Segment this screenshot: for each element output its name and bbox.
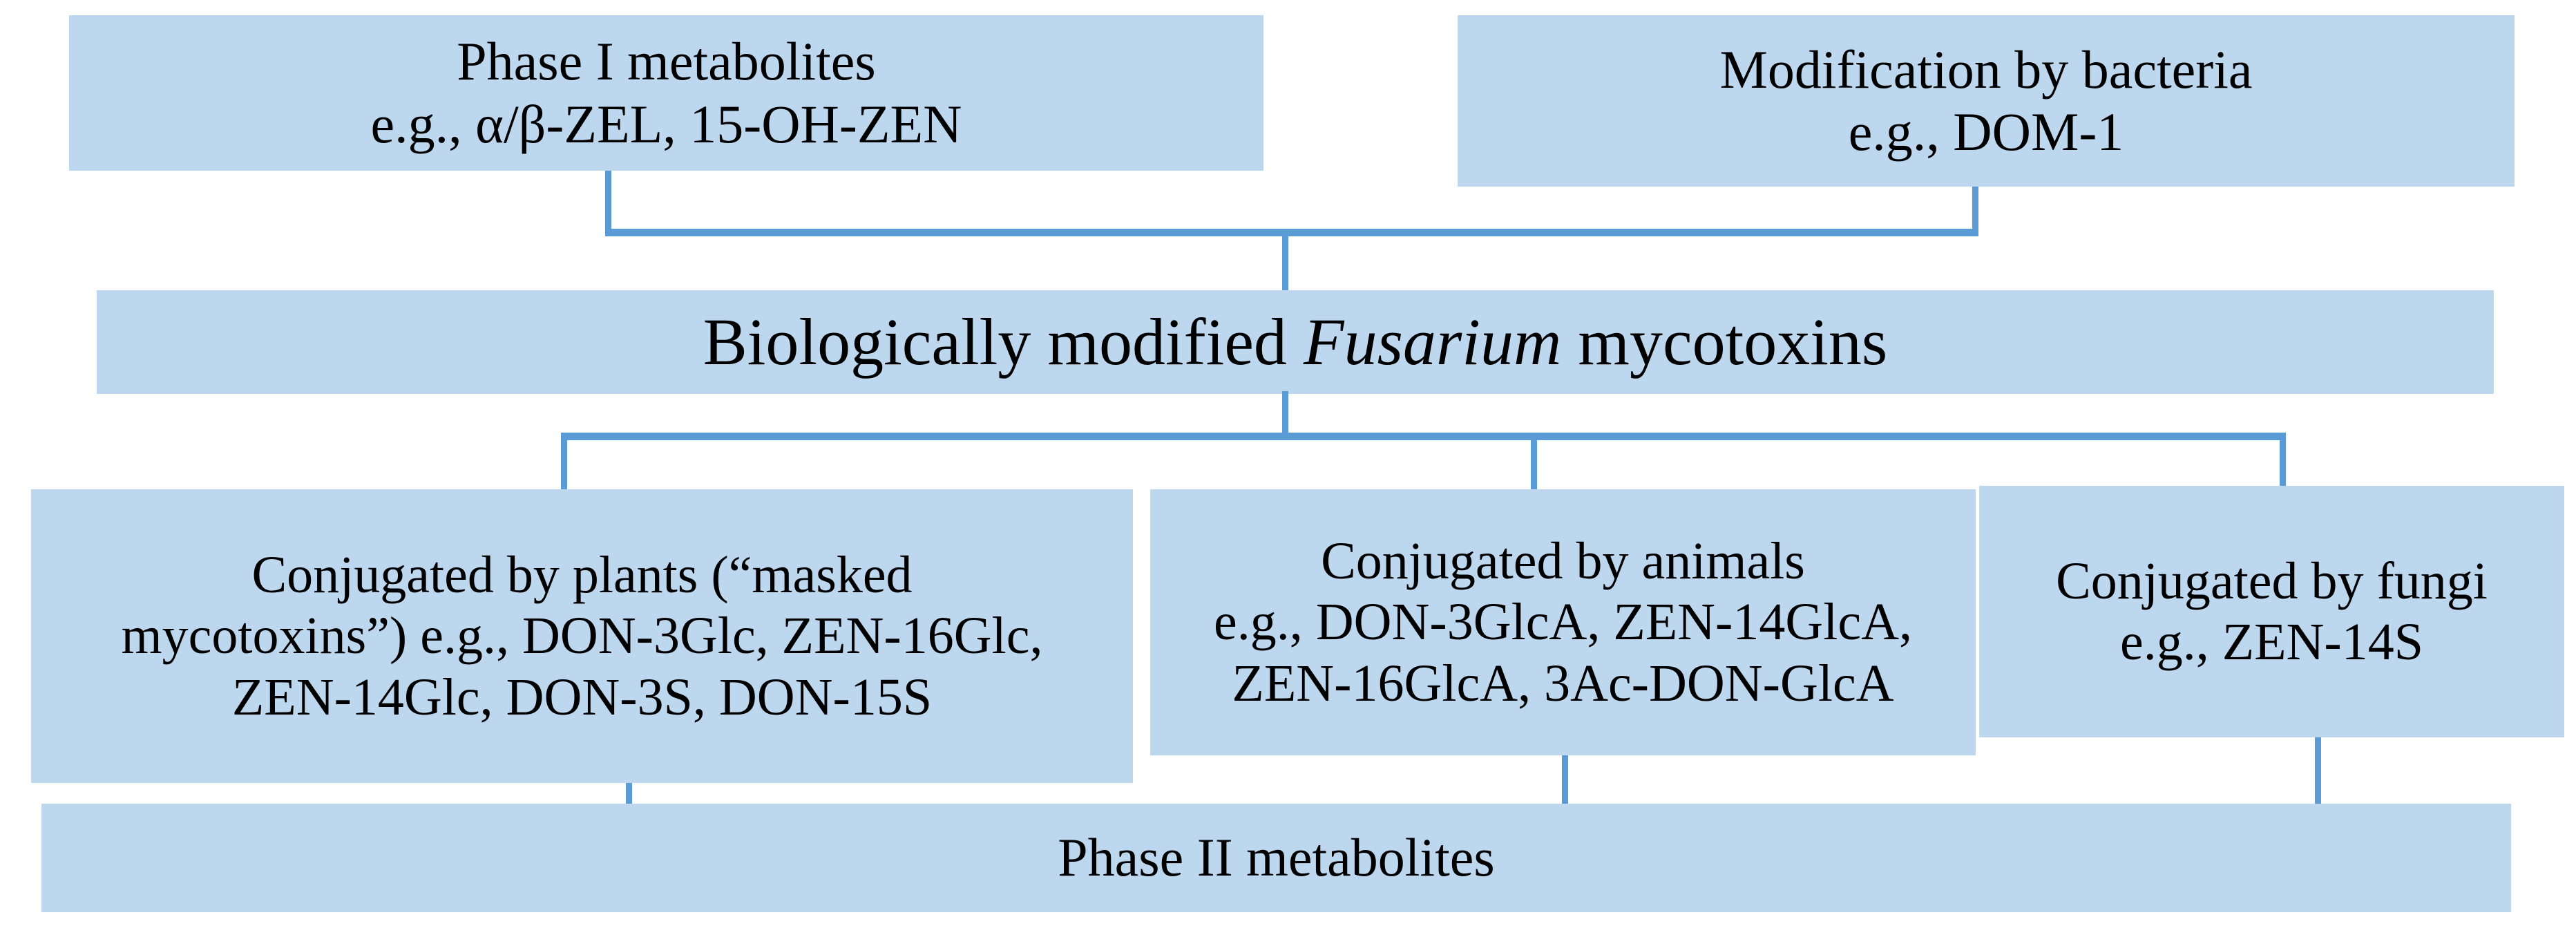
node-plants-line-3: ZEN-14Glc, DON-3S, DON-15S (231, 668, 933, 726)
node-biologically-modified-fusarium-mycotoxins[interactable]: Biologically modified Fusarium mycotoxin… (97, 290, 2494, 394)
node-title-text: Biologically modified Fusarium mycotoxin… (104, 303, 2487, 380)
connector-plants-to-phase-ii (626, 783, 632, 806)
node-bacteria-line-2: e.g., DOM-1 (1848, 102, 2124, 162)
node-phase-i-line-2: e.g., α/β-ZEL, 15-OH-ZEN (370, 93, 962, 154)
node-phase-ii-metabolites[interactable]: Phase II metabolites (41, 804, 2511, 912)
node-conjugated-by-animals[interactable]: Conjugated by animals e.g., DON-3GlcA, Z… (1150, 489, 1976, 755)
connector-junction-to-title (1282, 229, 1288, 292)
node-plants-line-1: Conjugated by plants (“masked (251, 546, 913, 605)
connector-junction-to-plants (561, 433, 567, 492)
node-phase-i-metabolites-text: Phase I metabolites e.g., α/β-ZEL, 15-OH… (76, 30, 1257, 155)
node-plants-line-2: mycotoxins”) e.g., DON-3Glc, ZEN-16Glc, (121, 607, 1043, 665)
connector-bacteria-to-junction (1972, 187, 1978, 233)
node-conjugated-by-animals-text: Conjugated by animals e.g., DON-3GlcA, Z… (1157, 531, 1969, 713)
connector-middle-horizontal-bar (561, 433, 2286, 440)
node-title-prefix: Biologically modified (703, 305, 1304, 379)
node-bacteria-line-1: Modification by bacteria (1719, 39, 2253, 100)
node-conjugated-by-fungi-text: Conjugated by fungi e.g., ZEN-14S (1986, 551, 2557, 672)
node-modification-by-bacteria[interactable]: Modification by bacteria e.g., DOM-1 (1458, 15, 2515, 187)
node-conjugated-by-fungi[interactable]: Conjugated by fungi e.g., ZEN-14S (1979, 486, 2564, 737)
node-phase-ii-line-1: Phase II metabolites (1058, 827, 1495, 888)
node-animals-line-1: Conjugated by animals (1321, 532, 1805, 591)
node-animals-line-3: ZEN-16GlcA, 3Ac-DON-GlcA (1232, 654, 1894, 712)
connector-junction-to-animals (1531, 433, 1537, 492)
node-conjugated-by-plants[interactable]: Conjugated by plants (“masked mycotoxins… (31, 489, 1133, 783)
node-fungi-line-1: Conjugated by fungi (2056, 551, 2488, 610)
node-fungi-line-2: e.g., ZEN-14S (2119, 613, 2424, 671)
connector-phase-i-to-junction (605, 171, 611, 233)
node-conjugated-by-plants-text: Conjugated by plants (“masked mycotoxins… (38, 545, 1126, 727)
connector-title-to-junction (1282, 391, 1288, 438)
connector-top-horizontal-bar (605, 229, 1978, 236)
connector-junction-to-fungi (2280, 433, 2286, 489)
node-title-suffix: mycotoxins (1561, 305, 1888, 379)
node-modification-by-bacteria-text: Modification by bacteria e.g., DOM-1 (1464, 39, 2508, 164)
node-phase-ii-metabolites-text: Phase II metabolites (48, 827, 2504, 889)
connector-animals-to-phase-ii (1562, 755, 1568, 806)
node-phase-i-metabolites[interactable]: Phase I metabolites e.g., α/β-ZEL, 15-OH… (69, 15, 1263, 171)
connector-fungi-to-phase-ii (2315, 737, 2321, 806)
node-phase-i-line-1: Phase I metabolites (457, 31, 876, 92)
node-animals-line-2: e.g., DON-3GlcA, ZEN-14GlcA, (1214, 593, 1912, 652)
node-title-emphasis: Fusarium (1303, 305, 1562, 379)
